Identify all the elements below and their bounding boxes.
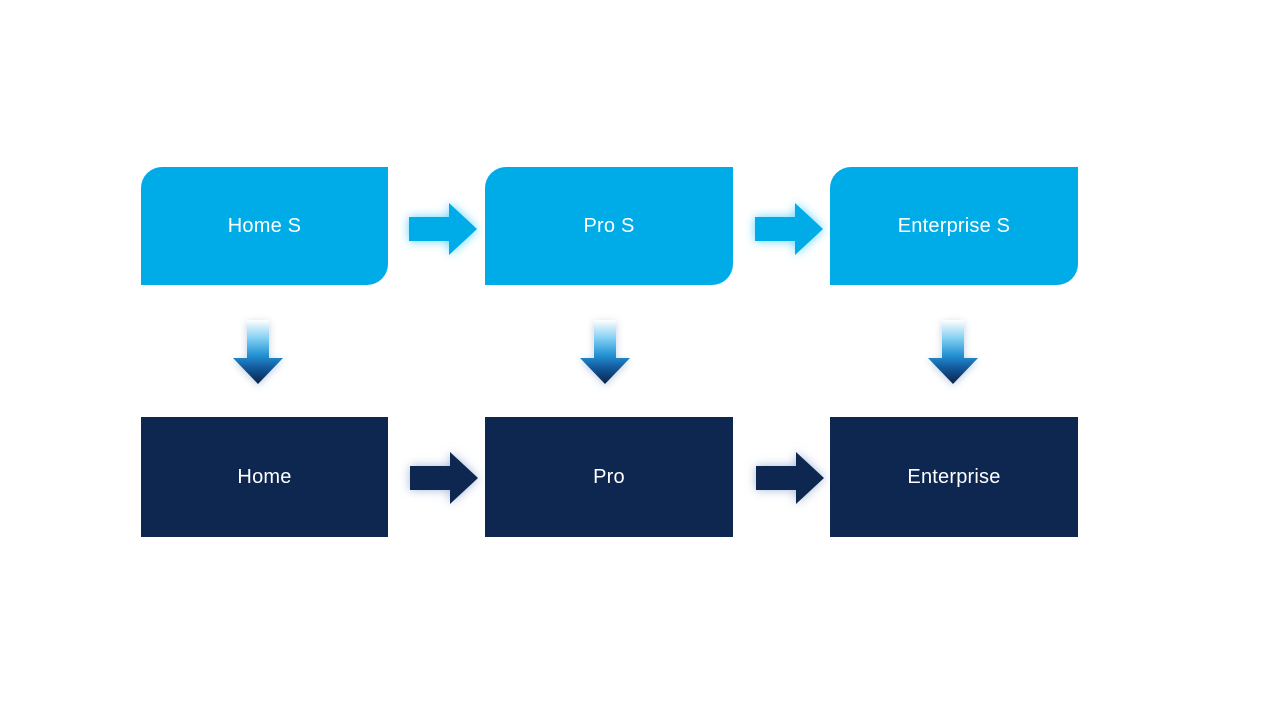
node-pro-s: Pro S [485,167,733,285]
node-enterprise-s-label: Enterprise S [897,214,1011,237]
right-arrow-shape [755,203,823,255]
right-arrow-shape [756,452,824,504]
down-arrow-shape [928,320,978,384]
down-arrow-icon [233,320,283,384]
down-arrow-icon [928,320,978,384]
down-arrow-shape [580,320,630,384]
node-home-label: Home [237,465,292,488]
node-enterprise: Enterprise [830,417,1078,537]
down-arrow-shape [233,320,283,384]
node-pro-label: Pro [593,465,625,488]
right-arrow-icon [410,452,478,504]
right-arrow-icon [756,452,824,504]
node-pro-s-label: Pro S [583,214,635,237]
right-arrow-shape [409,203,477,255]
node-enterprise-s: Enterprise S [830,167,1078,285]
right-arrow-icon [409,203,477,255]
node-home-s: Home S [141,167,388,285]
node-pro: Pro [485,417,733,537]
node-enterprise-label: Enterprise [907,465,1001,488]
node-home: Home [141,417,388,537]
node-home-s-label: Home S [227,214,302,237]
down-arrow-icon [580,320,630,384]
right-arrow-icon [755,203,823,255]
right-arrow-shape [410,452,478,504]
